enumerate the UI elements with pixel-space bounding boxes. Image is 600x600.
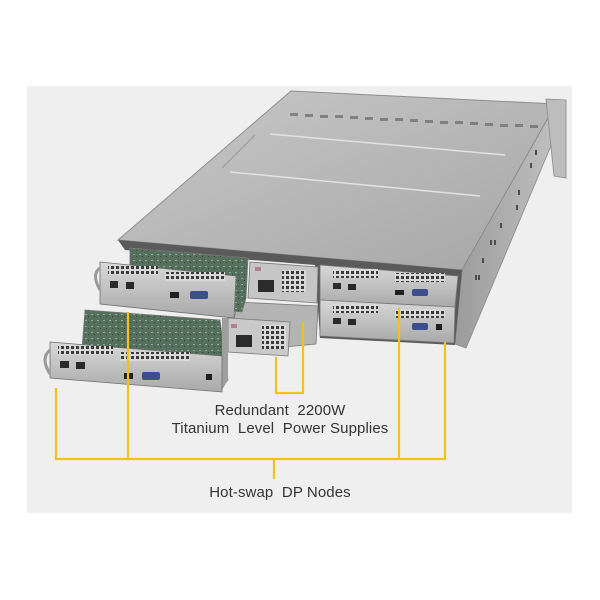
chassis-lid bbox=[116, 90, 557, 271]
node-handle-icon bbox=[94, 266, 102, 291]
extended-node-upper bbox=[94, 247, 249, 319]
nodes-callout-label: Hot-swap DP Nodes bbox=[209, 484, 351, 501]
power-supply-upper bbox=[247, 261, 319, 304]
psu-label-line1: Redundant 2200W bbox=[214, 402, 346, 419]
psu-label-line2: Titanium Level Power Supplies bbox=[171, 420, 389, 437]
chassis-side-panel bbox=[454, 98, 567, 349]
node-handle-icon bbox=[43, 348, 52, 375]
psu-callout-line bbox=[274, 322, 305, 395]
callout-lines bbox=[54, 308, 447, 479]
installed-node-lower bbox=[319, 299, 456, 344]
power-supply-callout-label: Redundant 2200W Titanium Level Power Sup… bbox=[150, 402, 410, 438]
extended-node-lower bbox=[43, 309, 229, 393]
node-callout-line bbox=[54, 342, 447, 461]
